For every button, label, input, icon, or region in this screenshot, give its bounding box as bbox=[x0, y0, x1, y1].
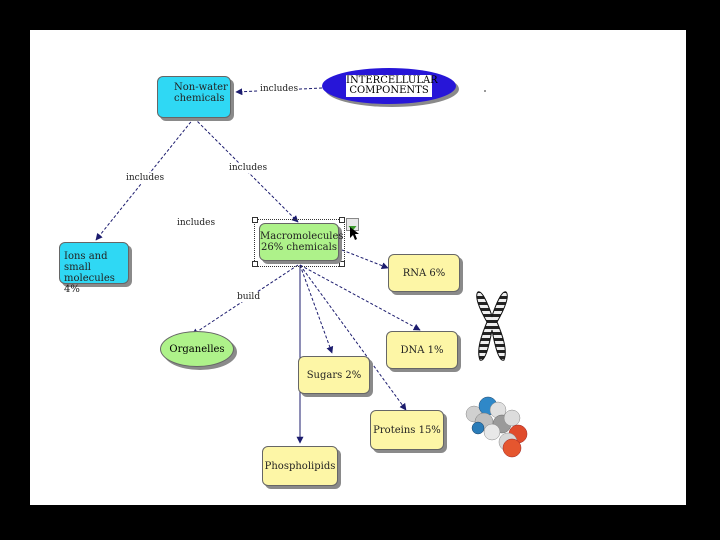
organelles-label: Organelles bbox=[169, 343, 225, 355]
node-phospholipids[interactable]: Phospholipids bbox=[262, 446, 338, 486]
ions-label-line1: Ions and small bbox=[64, 251, 108, 273]
macro-label-line2: 26% chemicals bbox=[261, 242, 337, 253]
node-proteins[interactable]: Proteins 15% bbox=[370, 410, 444, 450]
rna-label: RNA 6% bbox=[402, 268, 446, 279]
edge-label-components-includes: includes bbox=[259, 84, 300, 94]
mouse-cursor-icon bbox=[350, 226, 360, 245]
edge-macro-rna bbox=[341, 249, 389, 269]
edge-macro-dna bbox=[299, 264, 421, 331]
stray-dot bbox=[484, 90, 486, 92]
macro-label-line1: Macromolecules bbox=[260, 231, 344, 242]
node-ions-small-molecules[interactable]: Ions and small molecules 4% bbox=[59, 242, 129, 295]
nonwater-label-line2: chemicals bbox=[174, 93, 225, 104]
resize-handle-top-right[interactable] bbox=[339, 217, 345, 223]
molecule-icon bbox=[462, 396, 534, 462]
node-dna[interactable]: DNA 1% bbox=[386, 331, 458, 369]
edge-label-nonwater-macro: includes bbox=[228, 163, 269, 173]
nonwater-label-line1: Non-water bbox=[174, 82, 228, 93]
resize-handle-bottom-right[interactable] bbox=[339, 261, 345, 267]
node-macromolecules[interactable]: Macromolecules 26% chemicals bbox=[259, 223, 344, 261]
chromosome-icon bbox=[470, 290, 514, 366]
edge-macro-sugars bbox=[299, 264, 334, 354]
dna-label: DNA 1% bbox=[400, 345, 444, 356]
slide-canvas bbox=[30, 30, 686, 505]
intercellular-label-line1: INTERCELLULAR bbox=[346, 75, 438, 86]
edge-label-nonwater-ions: includes bbox=[125, 173, 166, 183]
node-non-water-chemicals[interactable]: Non-water chemicals bbox=[157, 76, 231, 118]
edge-nonwater-ions bbox=[95, 117, 195, 241]
selection-outline bbox=[254, 219, 345, 267]
edge-components-nonwater bbox=[235, 87, 323, 96]
dropdown-arrow-icon[interactable] bbox=[346, 218, 359, 231]
intercellular-label-line2: COMPONENTS bbox=[349, 85, 429, 96]
edge-nonwater-macro bbox=[193, 117, 299, 223]
phospholipids-label: Phospholipids bbox=[264, 461, 336, 472]
resize-handle-bottom-left[interactable] bbox=[252, 261, 258, 267]
edge-macro-organelles bbox=[191, 264, 299, 336]
edge-label-build: build bbox=[236, 292, 262, 302]
ions-label-line2: molecules 4% bbox=[64, 273, 115, 295]
node-intercellular-components[interactable]: INTERCELLULAR COMPONENTS bbox=[322, 68, 456, 104]
intercellular-label-box: INTERCELLULAR COMPONENTS bbox=[346, 75, 438, 97]
sugars-label: Sugars 2% bbox=[306, 370, 362, 381]
resize-handle-top-left[interactable] bbox=[252, 217, 258, 223]
node-sugars[interactable]: Sugars 2% bbox=[298, 356, 370, 394]
node-rna[interactable]: RNA 6% bbox=[388, 254, 460, 292]
node-organelles[interactable]: Organelles bbox=[160, 331, 234, 367]
edge-label-ions-macro: includes bbox=[176, 218, 217, 228]
proteins-label: Proteins 15% bbox=[373, 425, 441, 436]
